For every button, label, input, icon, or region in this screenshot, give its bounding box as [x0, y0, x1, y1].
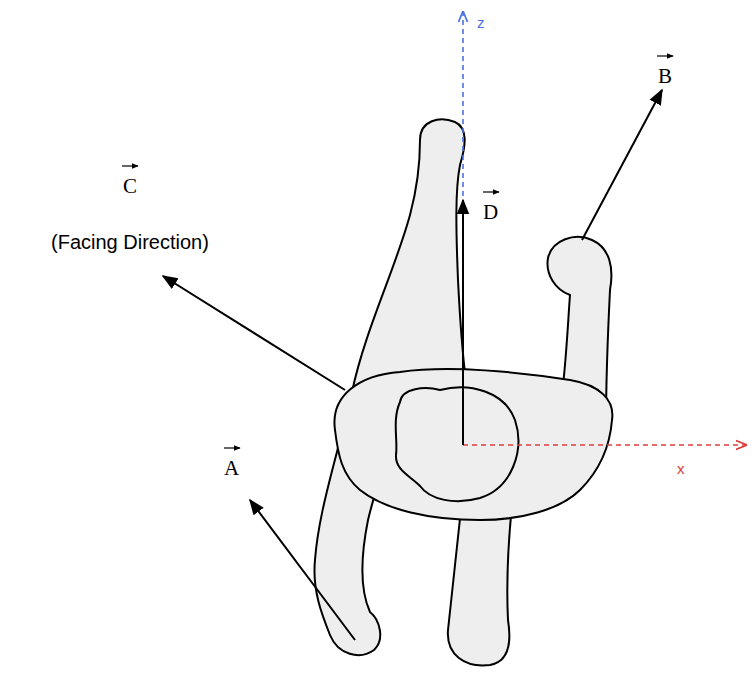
vector-label: C	[123, 176, 137, 197]
vector-a	[250, 500, 355, 640]
z-axis	[462, 12, 464, 205]
axis-label: x	[677, 461, 685, 476]
vector-note: (Facing Direction)	[51, 232, 209, 252]
vector-label: D	[483, 202, 498, 223]
vector-label: B	[658, 66, 672, 87]
vector-accent	[483, 191, 499, 192]
axis-label: z	[477, 15, 485, 30]
vector-c	[163, 276, 345, 390]
x-axis	[463, 444, 746, 446]
upper-leg	[352, 119, 466, 392]
vector-accent	[657, 55, 673, 56]
vector-b	[582, 90, 662, 240]
lower-leg	[448, 500, 512, 665]
vector-d	[462, 200, 464, 445]
vector-label: A	[224, 458, 239, 479]
vector-accent	[122, 165, 138, 166]
vector-accent	[224, 447, 240, 448]
